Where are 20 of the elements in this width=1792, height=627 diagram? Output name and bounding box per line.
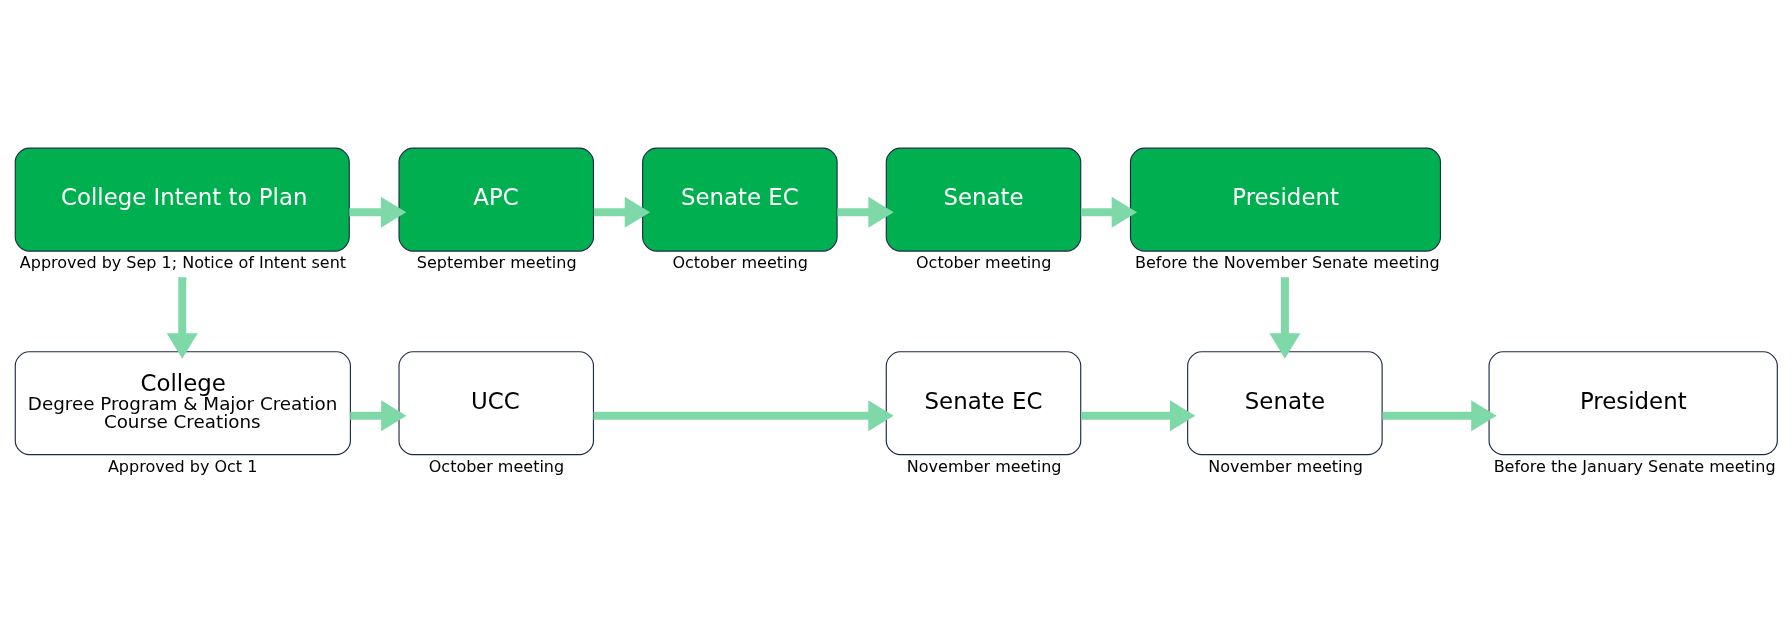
node-label: Approved by Oct 1 — [107, 456, 258, 476]
node-label: October meeting — [916, 252, 1052, 272]
arrow — [1080, 196, 1138, 228]
node-label: October meeting — [428, 456, 565, 476]
arrow — [1080, 399, 1196, 431]
node-label: November meeting — [906, 456, 1062, 476]
node-label: September meeting — [416, 252, 577, 272]
arrow — [166, 276, 198, 359]
arrow — [1269, 276, 1301, 359]
arrow — [593, 196, 651, 228]
arrow — [837, 196, 894, 228]
arrow — [350, 399, 407, 431]
node-label: Approved by Sep 1; Notice of Intent sent — [19, 252, 347, 272]
node-label: Before the January Senate meeting — [1493, 456, 1776, 476]
node-label: Before the November Senate meeting — [1135, 252, 1440, 272]
arrow — [1382, 399, 1497, 431]
arrow — [349, 196, 407, 228]
arrow — [593, 399, 894, 431]
node-label: November meeting — [1208, 456, 1363, 476]
node-label: October meeting — [672, 252, 808, 272]
